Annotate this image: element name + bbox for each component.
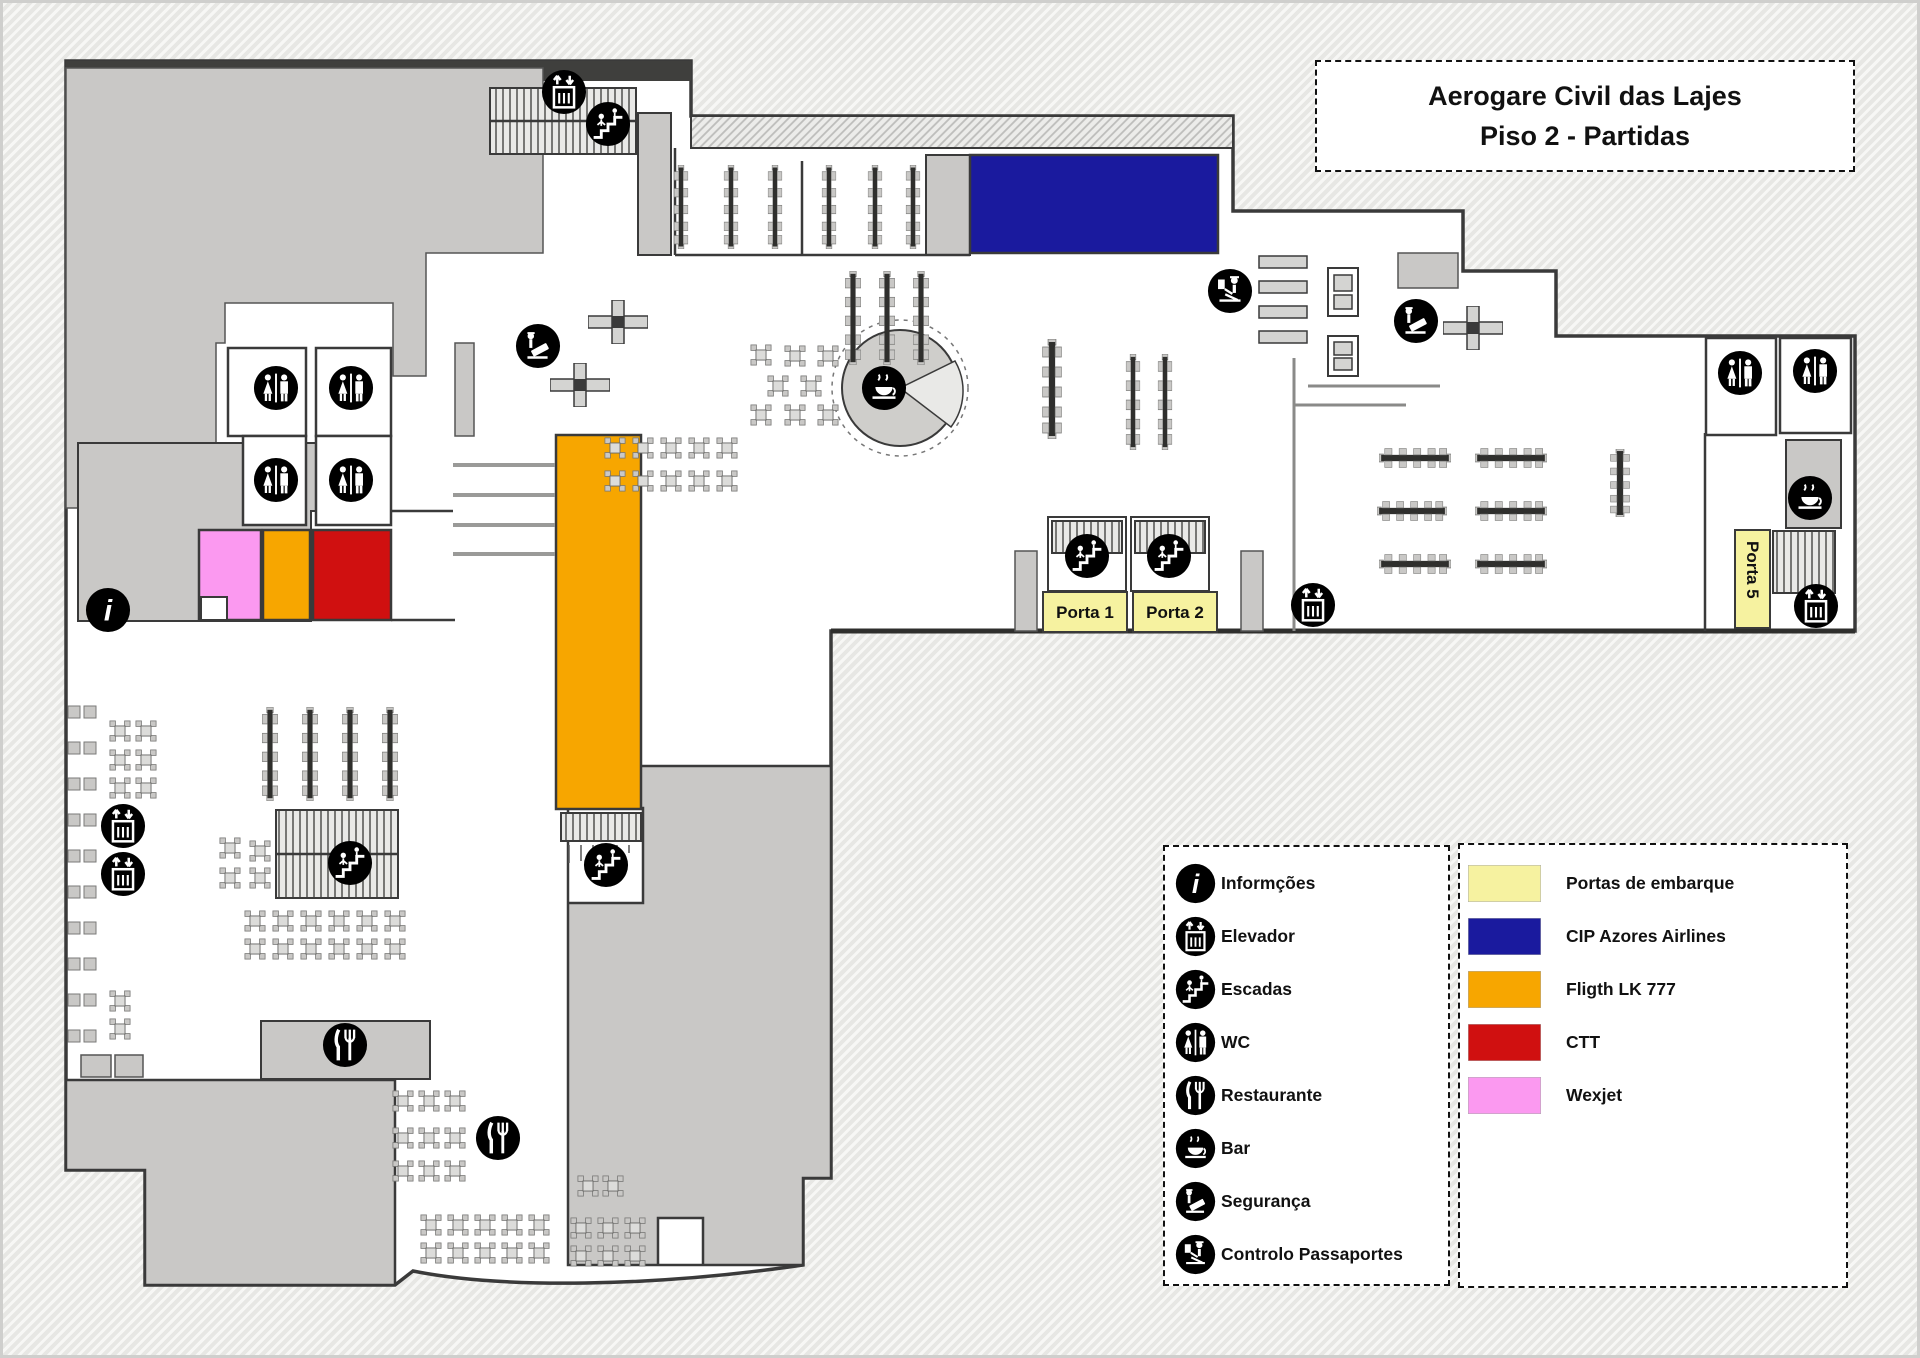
legend-zone-row: Wexjet	[1468, 1069, 1846, 1122]
wc-icon	[328, 365, 374, 411]
stairs-icon	[1146, 533, 1192, 579]
legend-zone-label: Portas de embarque	[1566, 873, 1735, 893]
elevator-icon	[1290, 582, 1336, 628]
elevator-icon	[541, 69, 587, 115]
bar-icon	[1175, 1128, 1216, 1169]
passport-control-icon	[1175, 1234, 1216, 1275]
security-checkpoint	[453, 300, 1503, 556]
legend-zone-row: Fligth LK 777	[1468, 963, 1846, 1016]
zone-swatch	[1468, 1077, 1541, 1114]
legend-facility-row: Escadas	[1175, 963, 1448, 1016]
elevator-icon	[1175, 916, 1216, 957]
legend-facility-row: WC	[1175, 1016, 1448, 1069]
legend-facility-label: Informções	[1221, 873, 1316, 893]
gate-porta-1-label: Porta 1	[1056, 603, 1114, 622]
stairs-icon	[1064, 533, 1110, 579]
legend-zone-row: Portas de embarque	[1468, 857, 1846, 910]
info-icon	[85, 587, 131, 633]
gate-porta-2	[1132, 591, 1218, 633]
map-title-box: Aerogare Civil das Lajes Piso 2 - Partid…	[1315, 60, 1855, 172]
stairs-icon	[327, 840, 373, 886]
wc-icon	[328, 457, 374, 503]
zone-ctt	[311, 528, 393, 622]
legend-facility-row: Segurança	[1175, 1175, 1448, 1228]
restaurant-icon	[1175, 1075, 1216, 1116]
map-title-line1: Aerogare Civil das Lajes	[1428, 80, 1742, 111]
legend-zone-label: CIP Azores Airlines	[1566, 926, 1726, 946]
elevator-icon	[100, 803, 146, 849]
elevator-icon	[1793, 583, 1839, 629]
security-icon	[515, 323, 561, 369]
zone-flight-lk777-office	[261, 528, 312, 622]
legend-facilities: Informções Elevador Escadas WC Restauran…	[1163, 845, 1450, 1286]
gate-porta-2-label: Porta 2	[1146, 603, 1204, 622]
zone-swatch	[1468, 918, 1541, 955]
legend-facility-row: Restaurante	[1175, 1069, 1448, 1122]
legend-facility-label: WC	[1221, 1032, 1251, 1052]
zone-swatch	[1468, 971, 1541, 1008]
legend-facility-label: Escadas	[1221, 979, 1293, 999]
stairs-icon	[585, 101, 631, 147]
map-title-line2: Piso 2 - Partidas	[1479, 121, 1691, 151]
wc-icon	[1792, 348, 1838, 394]
legend-zone-label: Wexjet	[1566, 1085, 1623, 1105]
security-icon	[1175, 1181, 1216, 1222]
zone-swatch	[1468, 865, 1541, 902]
passport-control-desks	[1258, 255, 1359, 377]
elevator-icon	[100, 851, 146, 897]
zone-cip-azores-airlines	[968, 153, 1220, 255]
gate-porta-5-label: Porta 5	[1743, 541, 1762, 599]
security-icon	[1393, 298, 1439, 344]
stairs-icon	[1175, 969, 1216, 1010]
legend-facility-row: Bar	[1175, 1122, 1448, 1175]
wc-icon	[1175, 1022, 1216, 1063]
bar-icon	[861, 365, 907, 411]
restaurant-icon	[322, 1022, 368, 1068]
legend-facility-label: Segurança	[1221, 1191, 1311, 1211]
legend-zone-row: CTT	[1468, 1016, 1846, 1069]
zone-swatch	[1468, 1024, 1541, 1061]
lower-left-block	[64, 1078, 397, 1287]
legend-facility-label: Controlo Passaportes	[1221, 1244, 1403, 1264]
legend-zone-label: Fligth LK 777	[1566, 979, 1676, 999]
gate-porta-1	[1042, 591, 1128, 633]
interior-walls	[348, 148, 1707, 631]
wc-icon	[1717, 350, 1763, 396]
bar-icon	[1787, 475, 1833, 521]
legend-facility-row: Informções	[1175, 857, 1448, 910]
legend-facility-label: Bar	[1221, 1138, 1251, 1158]
stairs-icon	[583, 842, 629, 888]
zone-flight-lk777	[554, 433, 643, 811]
gate-porta-5	[1734, 529, 1771, 629]
info-icon	[1175, 863, 1216, 904]
floor-plan-map: i	[64, 59, 1857, 1287]
legend-zone-label: CTT	[1566, 1032, 1601, 1052]
legend-facility-row: Controlo Passaportes	[1175, 1228, 1448, 1281]
wc-icon	[253, 457, 299, 503]
restaurant-icon	[475, 1115, 521, 1161]
legend-zone-row: CIP Azores Airlines	[1468, 910, 1846, 963]
wc-icon	[253, 365, 299, 411]
legend-zones: Portas de embarque CIP Azores Airlines F…	[1458, 843, 1848, 1288]
legend-facility-label: Elevador	[1221, 926, 1295, 946]
legend-facility-row: Elevador	[1175, 910, 1448, 963]
outside-strip	[690, 115, 1234, 149]
legend-facility-label: Restaurante	[1221, 1085, 1323, 1105]
passport-control-icon	[1207, 268, 1253, 314]
